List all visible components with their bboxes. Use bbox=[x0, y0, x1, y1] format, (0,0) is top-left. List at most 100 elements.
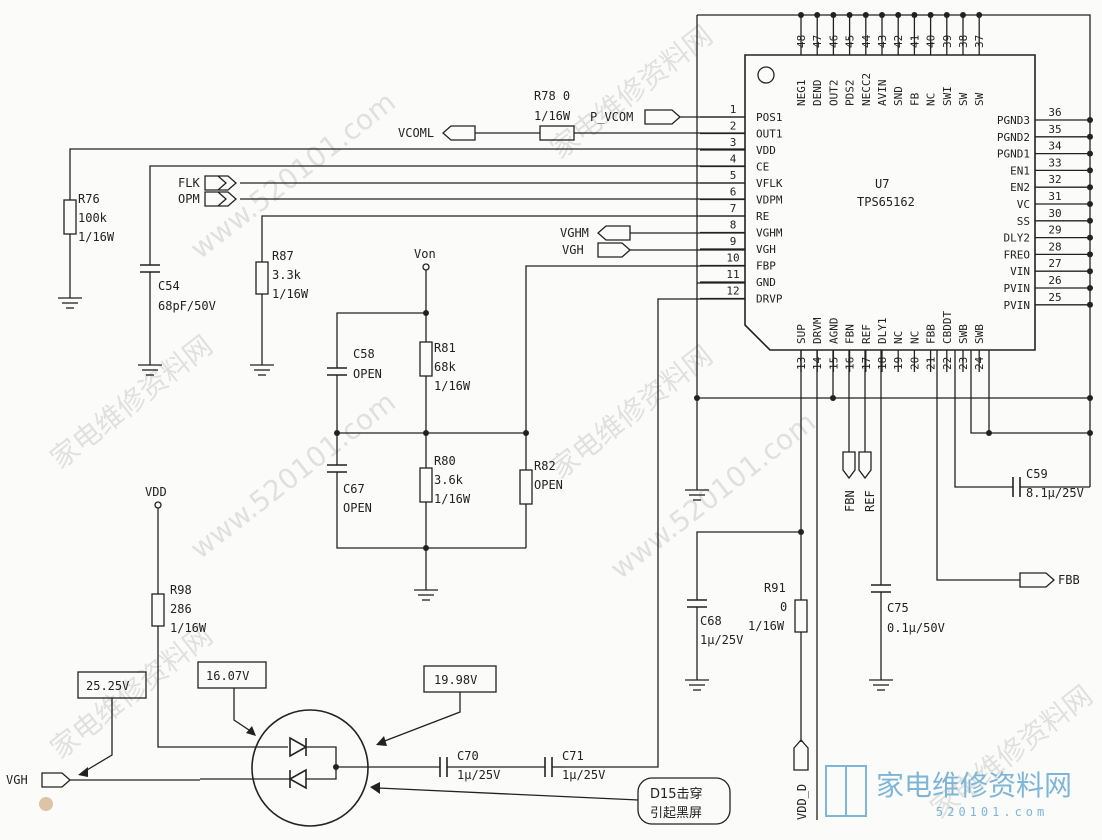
pin-number: 33 bbox=[1048, 156, 1061, 169]
pin-name: DRVP bbox=[756, 293, 783, 306]
vdd-d-flag bbox=[793, 739, 809, 771]
r76-value: 100k bbox=[78, 211, 108, 225]
pin-name: FBB bbox=[925, 324, 938, 344]
note-box bbox=[637, 777, 731, 825]
von-divider: Von R81 68k 1/16W R80 3.6k 1/16W C58 OPE… bbox=[327, 247, 529, 601]
pin-number: 29 bbox=[1048, 224, 1061, 237]
pin-number: 42 bbox=[892, 35, 905, 48]
pin21-fbb-network: FBB bbox=[936, 350, 1080, 588]
r91-power: 1/16W bbox=[748, 619, 785, 633]
ground-symbol bbox=[685, 679, 709, 691]
pin-number: 8 bbox=[730, 219, 737, 232]
ic-u7: U7 TPS65162 bbox=[744, 54, 1036, 351]
pin-name: POS1 bbox=[756, 111, 783, 124]
r80-body bbox=[419, 467, 433, 503]
r80-value: 3.6k bbox=[434, 473, 464, 487]
pin-number: 23 bbox=[957, 357, 970, 370]
pin7-re-network: R87 3.3k 1/16W bbox=[250, 215, 745, 376]
fault-note: D15击穿 引起黑屏 bbox=[370, 777, 731, 825]
pin-name: FREO bbox=[1004, 248, 1031, 261]
pin11-gnd-network bbox=[685, 282, 745, 501]
pin22-cbddt-network: C59 8.1μ/25V bbox=[954, 350, 1091, 500]
pin-name: EN1 bbox=[1010, 164, 1030, 177]
stain-mark bbox=[39, 797, 53, 811]
c67-value: OPEN bbox=[343, 501, 372, 515]
r87-body bbox=[255, 261, 269, 295]
r87-value: 3.3k bbox=[272, 268, 302, 282]
pin-number: 17 bbox=[860, 357, 873, 370]
p-vcom-flag bbox=[644, 109, 681, 125]
watermark-text-2: 家电维修资料网 bbox=[544, 339, 719, 486]
r98-power: 1/16W bbox=[170, 621, 207, 635]
pin-number: 5 bbox=[730, 169, 737, 182]
pin-name: NECC2 bbox=[860, 73, 873, 106]
c70-ref: C70 bbox=[457, 749, 479, 763]
c58-ref: C58 bbox=[353, 347, 375, 361]
bus-junctions bbox=[694, 395, 1093, 401]
pin1-pos1-network: P_VCOM bbox=[590, 109, 745, 125]
pin-number: 39 bbox=[941, 35, 954, 48]
c75-value: 0.1μ/50V bbox=[887, 621, 945, 635]
pin-number: 16 bbox=[844, 357, 857, 370]
pin8-vghm-network: VGHM bbox=[560, 225, 745, 241]
pin-number: 45 bbox=[844, 35, 857, 48]
pin-number: 36 bbox=[1048, 106, 1061, 119]
ground-symbol bbox=[138, 364, 162, 376]
vgh-input-flag bbox=[41, 772, 71, 788]
pin-number: 41 bbox=[908, 35, 921, 48]
von-terminal bbox=[422, 263, 430, 271]
r98-body bbox=[151, 593, 165, 627]
note-line-1: D15击穿 bbox=[650, 786, 703, 802]
r91-body bbox=[794, 599, 808, 633]
pin-name: VGHM bbox=[756, 227, 783, 240]
r76-power: 1/16W bbox=[78, 230, 115, 244]
pin-number: 34 bbox=[1048, 140, 1062, 153]
measure-value-3: 19.98V bbox=[434, 673, 477, 687]
c68-value: 1μ/25V bbox=[700, 633, 743, 647]
vdd-d-label: VDD_D bbox=[795, 784, 809, 820]
pin-name: NC bbox=[892, 331, 905, 344]
note-line-2: 引起黑屏 bbox=[650, 806, 702, 821]
pin10-fbp-network: R82 OPEN bbox=[519, 265, 745, 548]
pin6-vdpm-network: OPM bbox=[178, 191, 745, 207]
c59-ref: C59 bbox=[1026, 467, 1048, 481]
ic-bottom-pins: 13SUP14DRVM15AGND16FBN17REF18DLY119NC20N… bbox=[795, 311, 986, 372]
pin-name: VFLK bbox=[756, 177, 783, 190]
c54-value: 68pF/50V bbox=[158, 299, 216, 313]
pin-number: 26 bbox=[1048, 274, 1061, 287]
vgh-input: VGH bbox=[6, 772, 200, 811]
r91-ref: R91 bbox=[764, 581, 786, 595]
pin-name: PGND2 bbox=[997, 131, 1030, 144]
pin-name: RE bbox=[756, 210, 769, 223]
ic-ref: U7 bbox=[875, 177, 889, 191]
pin5-vflk-network: FLK bbox=[178, 175, 745, 191]
c70-value: 1μ/25V bbox=[457, 768, 500, 782]
pin-number: 32 bbox=[1048, 173, 1061, 186]
pin-number: 28 bbox=[1048, 240, 1061, 253]
opm-flag bbox=[204, 191, 237, 207]
pin-number: 46 bbox=[827, 35, 840, 48]
r98-value: 286 bbox=[170, 602, 192, 616]
pin17-ref-network: REF bbox=[858, 350, 877, 512]
pin-number: 12 bbox=[726, 285, 739, 298]
vcoml-label: VCOML bbox=[398, 126, 434, 140]
